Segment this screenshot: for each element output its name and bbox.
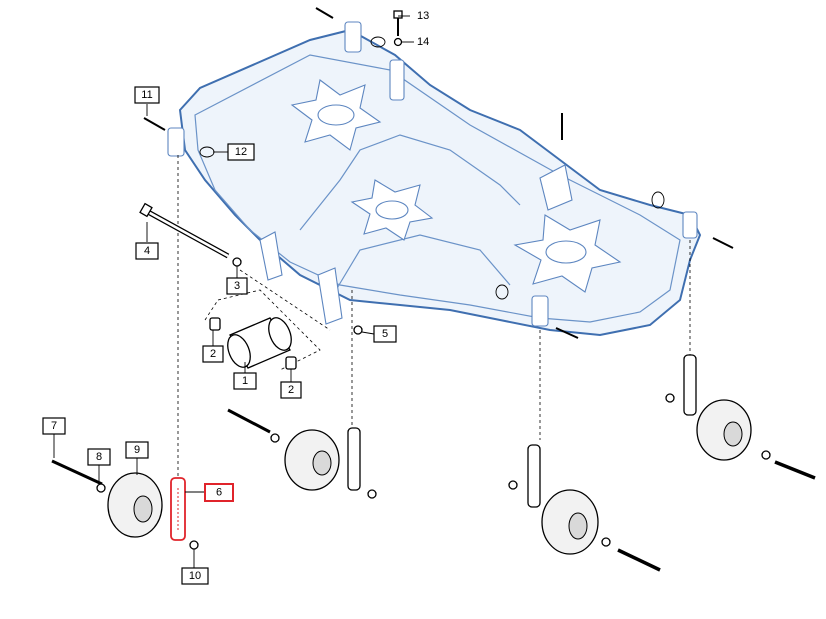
bolt-11 xyxy=(143,117,166,131)
assembly-guides xyxy=(177,155,691,480)
callout-10-label: 10 xyxy=(189,570,201,582)
callout-9-label: 9 xyxy=(134,444,140,456)
nut-5 xyxy=(353,325,363,335)
wheel-rear-right xyxy=(665,354,816,480)
callout-11-label: 11 xyxy=(141,89,152,101)
callout-2b-label: 2 xyxy=(288,384,294,396)
callout-2a: 2 xyxy=(202,345,224,363)
washer-3 xyxy=(232,257,242,267)
nut-14 xyxy=(393,37,403,47)
mower-deck xyxy=(167,21,702,337)
long-bolt xyxy=(139,202,230,259)
callout-2b: 2 xyxy=(280,381,302,399)
hardware xyxy=(139,7,734,370)
callout-5: 5 xyxy=(373,325,397,343)
blade-hub-right xyxy=(513,214,622,293)
blade-hub-center xyxy=(350,179,434,241)
bolt-top xyxy=(315,7,334,19)
callout-6: 6 xyxy=(204,483,234,502)
callout-11: 11 xyxy=(134,86,160,104)
bushing-2b xyxy=(285,356,297,370)
callout-14-label: 14 xyxy=(417,36,429,48)
callout-12: 12 xyxy=(227,143,255,161)
bolt-13 xyxy=(393,10,403,36)
roller xyxy=(227,317,292,369)
callout-12-label: 12 xyxy=(235,146,247,158)
callout-7-label: 7 xyxy=(51,420,57,432)
spindle-6 xyxy=(170,477,186,541)
bushing-2a xyxy=(209,317,221,331)
blade-hub-left xyxy=(290,79,382,151)
callout-14: 14 xyxy=(417,36,429,48)
callout-6-label: 6 xyxy=(216,487,222,499)
callout-3: 3 xyxy=(226,277,248,295)
wheel-center xyxy=(227,408,377,499)
callout-7: 7 xyxy=(42,417,66,435)
bolt-right xyxy=(712,237,734,249)
callout-9: 9 xyxy=(125,441,149,459)
callout-13: 13 xyxy=(417,10,429,22)
bolt-front xyxy=(555,327,579,339)
callout-4: 4 xyxy=(135,242,159,260)
callout-8: 8 xyxy=(87,448,111,466)
o-ring-top xyxy=(370,36,386,48)
wheels xyxy=(51,354,816,572)
callout-3-label: 3 xyxy=(234,280,240,292)
callout-5-label: 5 xyxy=(382,328,388,340)
callout-1-label: 1 xyxy=(242,375,248,387)
wheel-front-right xyxy=(508,444,661,572)
leader-lines xyxy=(53,15,414,568)
wheel-left xyxy=(51,459,163,538)
o-ring-front xyxy=(495,284,509,300)
callout-2a-label: 2 xyxy=(210,348,216,360)
callout-8-label: 8 xyxy=(96,451,102,463)
callout-4-label: 4 xyxy=(144,245,150,257)
nut-10 xyxy=(189,540,199,550)
callout-13-label: 13 xyxy=(417,10,429,22)
callout-10: 10 xyxy=(181,567,209,585)
o-ring-right xyxy=(651,191,665,209)
callout-1: 1 xyxy=(233,372,257,390)
